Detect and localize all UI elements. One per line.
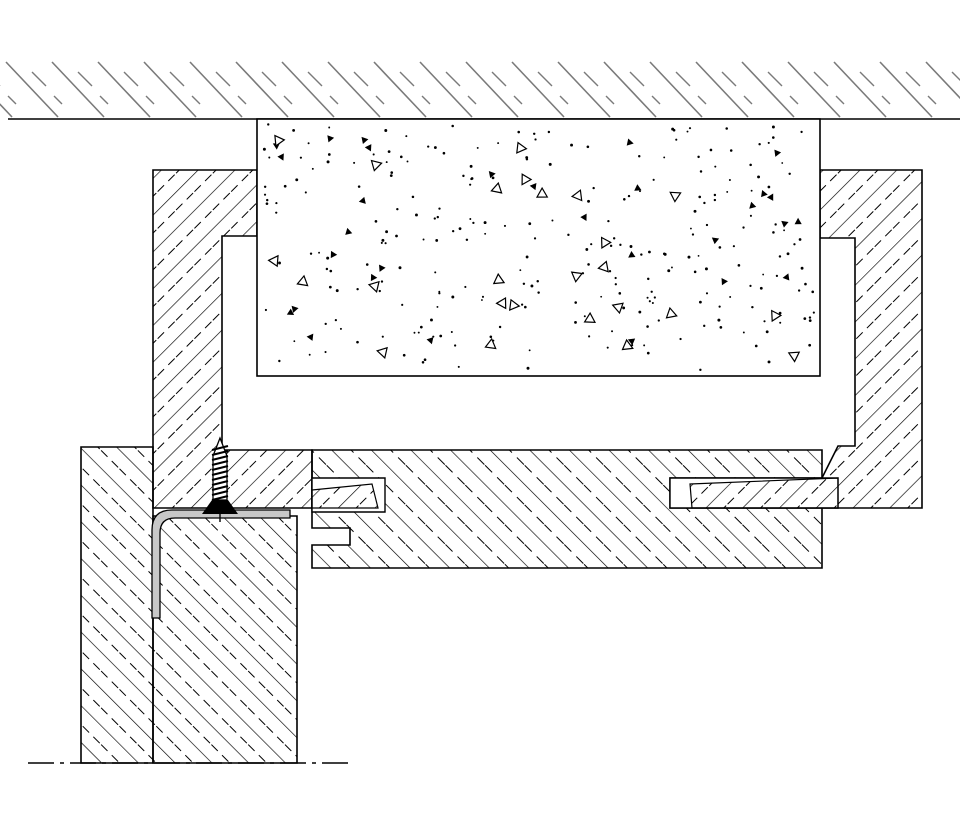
left-wall-post: [80, 446, 154, 764]
concrete-block: [256, 118, 821, 377]
window-sash: [311, 449, 823, 569]
concrete-aggregate-speckle: [262, 123, 815, 372]
sash-left-tongue-inner: [311, 483, 379, 509]
sash-right-tongue-inner: [689, 477, 839, 509]
ceiling-slab: [0, 61, 960, 118]
fixing-screw: [202, 436, 238, 522]
angle-bracket: [151, 509, 291, 619]
left-wall-post-main: [152, 515, 298, 764]
